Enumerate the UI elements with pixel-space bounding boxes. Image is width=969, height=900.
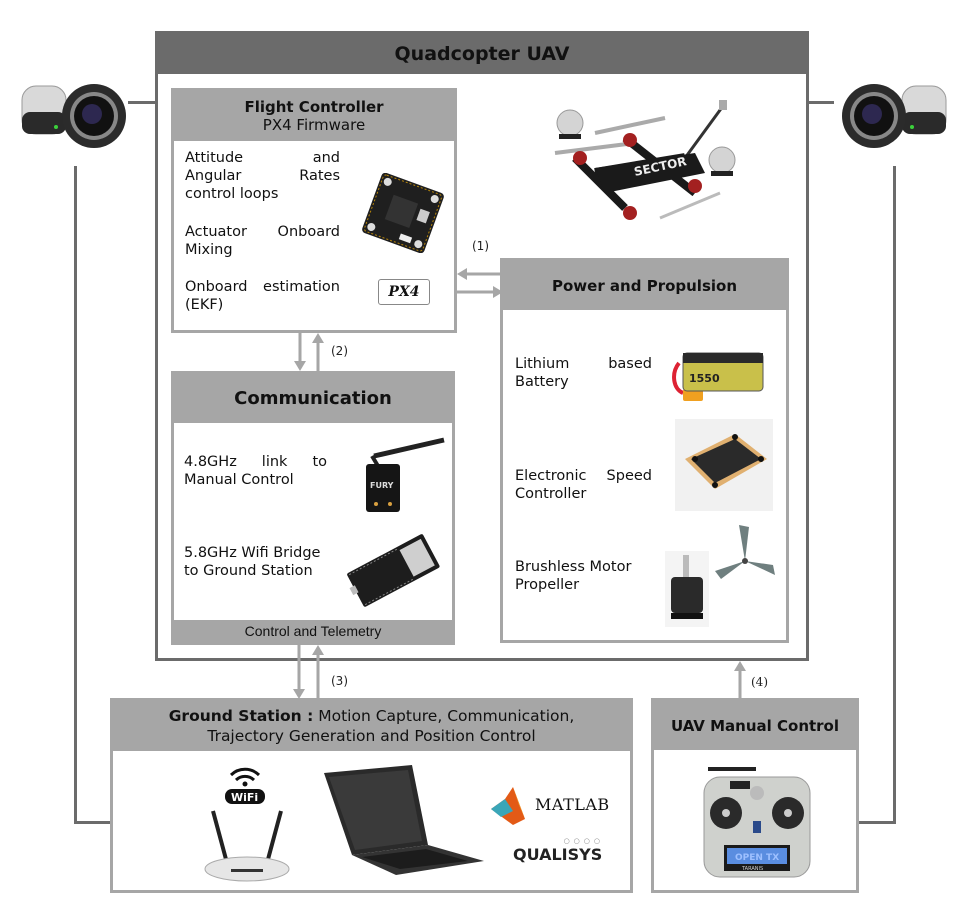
communication-header: Communication	[174, 374, 452, 423]
power-item-battery-line1: Lithium based	[515, 356, 652, 372]
link-label-4: (4)	[751, 675, 768, 689]
fc-item-attitude-line2: Angular Rates	[185, 168, 340, 184]
px4-logo: PX4	[378, 279, 430, 305]
communication-footer-label: Control and Telemetry	[244, 623, 382, 639]
laptop-image	[318, 763, 488, 878]
ground-station-title-line2: Trajectory Generation and Position Contr…	[207, 727, 536, 745]
link-arrows-3	[291, 645, 325, 699]
fc-item-mixing-line1: Actuator Onboard	[185, 224, 340, 240]
connector-left-camera-ground	[74, 821, 111, 824]
link-label-3: (3)	[331, 674, 348, 688]
power-item-battery: Lithium based Battery	[515, 355, 652, 391]
fc-item-mixing: Actuator Onboard Mixing	[185, 223, 340, 259]
link-label-1: (1)	[472, 239, 489, 253]
connector-right-camera-manual	[858, 821, 896, 824]
flight-controller-box: Flight Controller PX4 Firmware Attitude …	[171, 88, 457, 333]
px4-logo-text: PX4	[388, 284, 420, 300]
uav-header: Quadcopter UAV	[158, 34, 806, 74]
link-arrows-1	[455, 266, 505, 300]
ground-station-header: Ground Station : Motion Capture, Communi…	[113, 701, 630, 751]
link-label-2: (2)	[331, 344, 348, 358]
lipo-battery-image: 1550	[669, 349, 769, 405]
comm-item-wifi-bridge-line2: to Ground Station	[184, 563, 313, 579]
power-item-esc: Electronic Speed Controller	[515, 467, 652, 503]
motion-capture-camera-right	[842, 72, 950, 160]
motor-propeller-image	[663, 521, 779, 631]
link-arrows-2	[292, 333, 326, 371]
ground-station-title-bold: Ground Station :	[168, 707, 314, 725]
matlab-label: MATLAB	[535, 795, 610, 814]
fc-item-estimation-line2: (EKF)	[185, 297, 224, 313]
quadcopter-drone-image: SECTOR	[535, 98, 740, 238]
power-item-esc-line2: Controller	[515, 486, 587, 502]
flight-controller-title: Flight Controller	[244, 98, 384, 116]
power-item-esc-line1: Electronic Speed	[515, 468, 652, 484]
rc-transmitter-image: OPEN TX TARANIS	[696, 763, 818, 887]
comm-item-manual-link-line1: 4.8GHz link to	[184, 454, 327, 470]
fc-item-attitude-line3: control loops	[185, 186, 279, 202]
connector-left-camera-down	[74, 166, 77, 824]
communication-title: Communication	[234, 388, 392, 409]
fury-receiver-image: FURY	[364, 436, 446, 516]
power-item-motor-line1: Brushless Motor	[515, 559, 632, 575]
power-propulsion-box: Power and Propulsion Lithium based Batte…	[500, 258, 789, 643]
esc-board-image	[675, 419, 773, 511]
power-item-motor: Brushless Motor Propeller	[515, 558, 652, 594]
fc-item-attitude: Attitude and Angular Rates control loops	[185, 149, 340, 203]
power-propulsion-title: Power and Propulsion	[551, 276, 738, 295]
fc-item-attitude-line1: Attitude and	[185, 150, 340, 166]
flight-controller-subtitle: PX4 Firmware	[262, 116, 366, 134]
matlab-logo: MATLAB	[491, 785, 611, 827]
rc-screen-label: OPEN TX	[735, 853, 779, 863]
comm-item-manual-link-line2: Manual Control	[184, 472, 294, 488]
power-item-battery-line2: Battery	[515, 374, 569, 390]
ground-station-title-rest: Motion Capture, Communication,	[313, 707, 575, 725]
connector-right-camera-uav	[809, 101, 834, 104]
uav-title: Quadcopter UAV	[394, 43, 570, 65]
comm-item-manual-link: 4.8GHz link to Manual Control	[184, 453, 327, 489]
comm-item-wifi-bridge-line1: 5.8GHz Wifi Bridge	[184, 545, 321, 561]
fc-item-estimation-line1: Onboard estimation	[185, 279, 340, 295]
fc-item-mixing-line2: Mixing	[185, 242, 233, 258]
qualisys-logo: ○○○○ QUALISYS	[513, 837, 604, 864]
flight-controller-header: Flight Controller PX4 Firmware	[174, 91, 454, 141]
manual-control-box: UAV Manual Control OPEN TX TARANIS	[651, 698, 859, 893]
ground-station-box: Ground Station : Motion Capture, Communi…	[110, 698, 633, 893]
wifi-router-image	[201, 805, 293, 885]
fury-label: FURY	[370, 481, 394, 490]
manual-control-header: UAV Manual Control	[654, 701, 856, 750]
motion-capture-camera-left	[18, 72, 126, 160]
wifi-icon: WiFi	[223, 763, 267, 805]
manual-control-title: UAV Manual Control	[670, 716, 840, 735]
rc-brand-label: TARANIS	[741, 866, 763, 872]
link-arrow-4	[733, 661, 747, 699]
qualisys-label: QUALISYS	[513, 845, 603, 864]
connector-right-camera-down	[893, 166, 896, 824]
connector-left-camera-uav	[128, 101, 155, 104]
power-propulsion-header: Power and Propulsion	[503, 261, 786, 310]
power-item-motor-line2: Propeller	[515, 577, 580, 593]
wifi-label: WiFi	[231, 791, 258, 804]
battery-capacity-label: 1550	[689, 372, 720, 385]
flight-controller-board-image	[358, 173, 448, 253]
communication-box: Communication 4.8GHz link to Manual Cont…	[171, 371, 455, 645]
communication-footer: Control and Telemetry	[174, 620, 452, 642]
fc-item-estimation: Onboard estimation (EKF)	[185, 278, 340, 314]
esp32-board-image	[342, 528, 442, 612]
comm-item-wifi-bridge: 5.8GHz Wifi Bridge to Ground Station	[184, 544, 334, 580]
